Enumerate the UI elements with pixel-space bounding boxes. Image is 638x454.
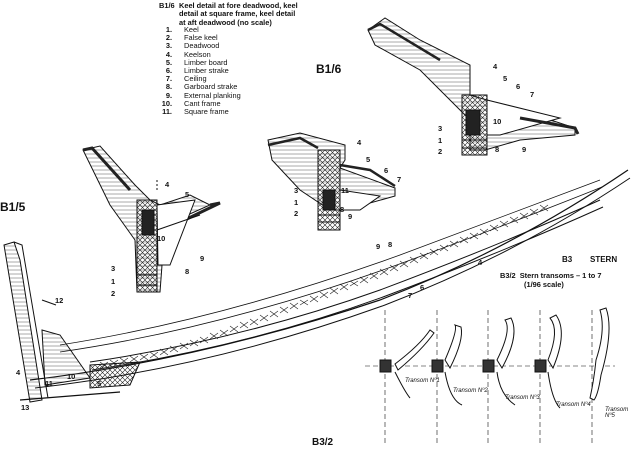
hull-num-11: 11 bbox=[45, 379, 53, 388]
hull-num-7: 7 bbox=[408, 291, 413, 300]
stern-caption-line-1: Stern transoms – 1 to 7 bbox=[519, 271, 602, 280]
a-num-5: 5 bbox=[185, 190, 190, 199]
b-num-8: 8 bbox=[340, 205, 345, 214]
b-num-2: 2 bbox=[294, 209, 299, 218]
c-num-6: 6 bbox=[516, 82, 521, 91]
label-b15: B1/5 bbox=[0, 200, 26, 214]
b-num-7: 7 bbox=[397, 175, 402, 184]
caption-code: B1/6 bbox=[159, 1, 175, 10]
b-num-4: 4 bbox=[357, 138, 362, 147]
transom-label-4: Transom Nº4 bbox=[556, 402, 591, 408]
b-num-3: 3 bbox=[294, 186, 299, 195]
b-num-11: 11 bbox=[341, 186, 349, 195]
legend-item: 9.External planking bbox=[165, 90, 241, 100]
hull-num-13: 13 bbox=[21, 403, 30, 412]
legend-item: 1.Keel bbox=[165, 25, 199, 34]
legend-item: 8.Garboard strake bbox=[165, 82, 238, 92]
b-num-6: 6 bbox=[384, 166, 389, 175]
a-num-8: 8 bbox=[185, 267, 190, 276]
parts-legend: 1.Keel 2.False keel 3.Deadwood 4.Keelson… bbox=[155, 25, 241, 117]
hull-num-9: 9 bbox=[376, 242, 381, 251]
c-num-2: 2 bbox=[438, 147, 443, 156]
hull-num-6: 6 bbox=[420, 283, 425, 292]
hull-num-4: 4 bbox=[16, 368, 21, 377]
transom-label-3: Transom Nº3 bbox=[505, 395, 540, 401]
c-num-10: 10 bbox=[493, 117, 502, 126]
hull-num-4b: 4 bbox=[478, 258, 483, 267]
caption-line-1: Keel detail at fore deadwood, keel bbox=[179, 1, 298, 10]
c-num-4: 4 bbox=[493, 62, 498, 71]
c-num-7: 7 bbox=[530, 90, 535, 99]
c-num-8: 8 bbox=[495, 145, 500, 154]
legend-item: 10.Cant frame bbox=[161, 98, 221, 108]
hull-profile bbox=[3, 169, 631, 403]
legend-item: 3.Deadwood bbox=[165, 41, 220, 51]
stern-caption-code: B3/2 bbox=[500, 271, 516, 280]
stern-caption-line-2: (1/96 scale) bbox=[524, 279, 564, 289]
figure-caption: B1/6 Keel detail at fore deadwood, keel … bbox=[159, 1, 349, 27]
transom-label-1: Transom Nº1 bbox=[405, 378, 440, 384]
label-b16: B1/6 bbox=[316, 62, 342, 76]
caption-line-2: detail at square frame, keel detail bbox=[179, 9, 296, 19]
label-b3: B3 bbox=[562, 255, 573, 264]
section-fore-deadwood bbox=[82, 145, 221, 293]
label-b32-bottom: B3/2 bbox=[312, 437, 334, 448]
c-num-5: 5 bbox=[503, 74, 508, 83]
legend-item: 11.Square frame bbox=[162, 107, 229, 117]
stern-caption: B3/2 Stern transoms – 1 to 7 (1/96 scale… bbox=[500, 271, 602, 289]
a-num-10: 10 bbox=[157, 234, 166, 243]
c-num-9: 9 bbox=[522, 145, 527, 154]
hull-num-8: 8 bbox=[388, 240, 393, 249]
hull-num-5: 5 bbox=[97, 379, 102, 388]
a-num-4: 4 bbox=[165, 180, 170, 189]
b-num-9: 9 bbox=[348, 212, 353, 221]
section-square-frame bbox=[267, 132, 396, 231]
a-num-3: 3 bbox=[111, 264, 116, 273]
transom-label-5: Transom Nº5 bbox=[605, 407, 629, 419]
legend-item: 5.Limber board bbox=[165, 57, 228, 67]
legend-item: 7.Ceiling bbox=[165, 74, 207, 84]
b-num-1: 1 bbox=[294, 198, 299, 207]
a-num-1: 1 bbox=[111, 277, 116, 286]
a-num-9: 9 bbox=[200, 254, 205, 263]
label-stern: STERN bbox=[590, 255, 618, 264]
c-num-3: 3 bbox=[438, 124, 443, 133]
hull-num-10: 10 bbox=[67, 372, 76, 381]
transom-label-2: Transom Nº2 bbox=[453, 388, 488, 394]
legend-item: 6.Limber strake bbox=[165, 66, 229, 76]
c-num-1: 1 bbox=[438, 136, 443, 145]
section-aft-deadwood bbox=[367, 17, 580, 156]
stern-transoms bbox=[365, 307, 615, 445]
b-num-5: 5 bbox=[366, 155, 371, 164]
a-num-2: 2 bbox=[111, 289, 116, 298]
caption-line-3: at aft deadwood (no scale) bbox=[179, 17, 272, 27]
legend-item: 4.Keelson bbox=[165, 49, 211, 59]
hull-num-12: 12 bbox=[55, 296, 64, 305]
legend-item: 2.False keel bbox=[165, 33, 218, 43]
